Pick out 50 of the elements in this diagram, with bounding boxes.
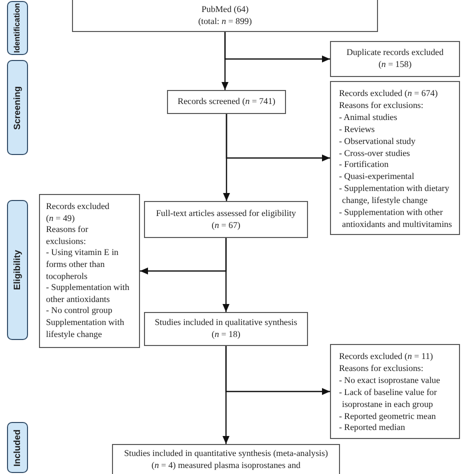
box-text: Studies included in qualitative synthesis (n = 18) [154, 317, 298, 341]
count-text: Records excluded (n = 674) [339, 88, 439, 100]
list-item: - Supplementation with other antioxidants and multivitamins [339, 207, 453, 231]
list-item: - Reviews [339, 124, 376, 136]
arrow [223, 114, 230, 201]
list-item: - Quasi-experimental [339, 171, 416, 184]
list-heading: Reasons for exclusions: [46, 224, 90, 248]
arrow [222, 32, 228, 90]
list-item: - Fortification [339, 159, 390, 172]
phase-band [7, 1, 28, 55]
list-heading: Reasons for exclusions: [339, 100, 424, 112]
list-item: - No control group [46, 305, 114, 317]
list-item: Supplementation with lifestyle change [46, 316, 126, 340]
box-text: PubMed (64) [201, 4, 249, 16]
phase-label: Screening [12, 86, 22, 130]
list-item: - Observational study [339, 136, 416, 148]
count-text: Records excluded (n = 49) [46, 201, 110, 224]
list-item: - Cross-over studies [339, 148, 411, 160]
box-text: Full-text articles assessed for eligibility (n = 67) [155, 208, 297, 232]
process-box [144, 201, 308, 238]
box-text: Records screened (n = 741) [178, 96, 276, 108]
process-box [39, 194, 140, 348]
phase-label: Included [12, 429, 22, 466]
process-box [112, 444, 340, 474]
list-item: - Lack of baseline value for isoprostane in each group [339, 386, 438, 411]
process-box [144, 312, 308, 346]
process-box [167, 90, 286, 114]
list-item: - Reported geometric mean [339, 410, 437, 422]
list-heading: Reasons for exclusions: [339, 362, 424, 375]
phase-label: Identification [13, 3, 22, 53]
arrow [222, 346, 230, 444]
process-box [330, 81, 460, 235]
process-box [72, 0, 378, 32]
process-box [330, 41, 460, 77]
phase-band [7, 200, 28, 340]
list-item: - No exact isoprostane value [339, 374, 442, 387]
process-box [330, 344, 460, 439]
list-item: - Animal studies [339, 112, 398, 124]
list-item: - Supplementation with dietary change, lifestyle change [339, 183, 450, 208]
count-text: Records excluded (n = 11) [339, 351, 434, 363]
phase-label: Eligibility [12, 250, 22, 290]
box-text: Duplicate records excluded (n = 158) [345, 47, 445, 71]
list-item: - Using vitamin E in forms other than tocopherols [46, 247, 120, 282]
phase-band [7, 60, 28, 155]
list-item: - Reported median [339, 422, 406, 434]
box-text: (total: n = 899) [198, 16, 252, 28]
phase-band [7, 422, 28, 473]
box-text: Studies included in quantitative synthesis (meta-analysis) (n = 4) measured plasma isoprostanes and [123, 448, 329, 472]
arrow [222, 238, 230, 312]
list-item: - Supplementation with other antioxidants [46, 282, 130, 306]
